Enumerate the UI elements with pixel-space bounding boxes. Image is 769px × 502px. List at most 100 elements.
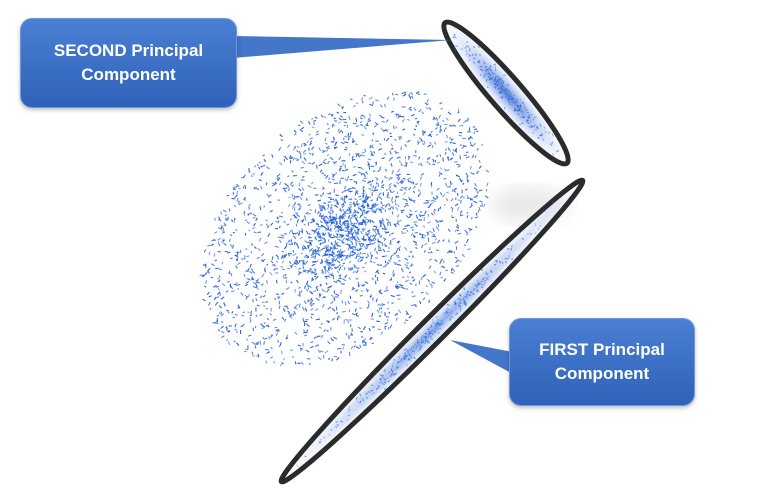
data-point [342,279,346,281]
data-point [266,309,268,310]
data-point [457,230,459,231]
data-point [295,362,296,365]
data-point [339,118,342,120]
data-point [206,272,208,275]
data-point [336,213,337,216]
data-point [363,186,364,188]
data-point [361,252,362,254]
data-point [272,184,275,186]
data-point [399,220,402,222]
data-point [490,281,492,282]
data-point [453,143,456,144]
data-point [305,308,306,311]
data-point [371,200,373,201]
data-point [317,246,320,248]
data-point [300,237,303,239]
data-point [290,219,291,221]
data-point [402,199,406,200]
data-point [325,351,328,354]
data-point [486,271,487,274]
data-point [327,161,329,164]
data-point [238,307,239,309]
data-point [337,239,340,240]
data-point [217,315,219,316]
data-point [405,289,408,290]
data-point [386,138,389,141]
data-point [372,101,373,105]
data-point [352,238,353,240]
data-point [474,188,477,191]
data-point [335,241,336,243]
data-point [452,189,453,192]
data-point [257,258,260,259]
data-point [392,191,395,193]
data-point [289,261,291,263]
data-point [450,125,452,126]
data-point [372,394,373,395]
data-point [324,159,327,161]
data-point [323,162,326,164]
data-point [407,230,408,232]
data-point [253,282,255,284]
data-point [479,160,480,163]
data-point [378,305,382,306]
data-point [396,207,398,210]
data-point [441,259,443,260]
data-point [276,333,278,336]
data-point [255,280,258,281]
data-point [281,140,284,141]
data-point [250,320,251,323]
data-point [297,204,299,205]
data-point [292,356,294,358]
data-point [204,286,206,287]
data-point [353,138,354,142]
data-point [294,311,296,314]
data-point [327,206,329,209]
data-point [292,230,293,233]
data-point [431,213,433,215]
data-point [445,142,448,143]
data-point [315,117,317,119]
data-point [381,128,383,131]
data-point [458,109,459,112]
data-point [430,142,432,145]
data-point [342,205,345,208]
data-point [288,311,291,313]
data-point [372,235,374,237]
data-point [267,318,269,320]
data-point [246,261,248,262]
data-point [436,195,437,197]
data-point [334,183,338,184]
data-point [277,174,280,176]
data-point [345,190,348,191]
data-point [380,105,382,108]
data-point [453,190,455,192]
data-point [289,230,291,234]
data-point [369,114,370,117]
data-point [321,226,325,227]
data-point [245,284,248,286]
data-point [318,357,321,359]
data-point [306,324,309,327]
data-point [404,226,408,227]
data-point [260,314,262,315]
data-point [357,201,358,203]
data-point [320,195,322,196]
data-point [209,302,211,305]
data-point [422,112,424,114]
data-point [360,246,364,247]
data-point [266,183,267,186]
data-point [297,160,300,161]
data-point [279,240,281,243]
data-point [436,135,438,136]
data-point [294,202,296,205]
data-point [340,217,343,218]
data-point [347,229,349,230]
data-point [406,311,408,313]
data-point [375,234,377,237]
data-point [397,169,400,172]
data-point [329,255,330,258]
data-point [302,228,303,232]
data-point [445,169,447,171]
data-point [354,210,356,212]
